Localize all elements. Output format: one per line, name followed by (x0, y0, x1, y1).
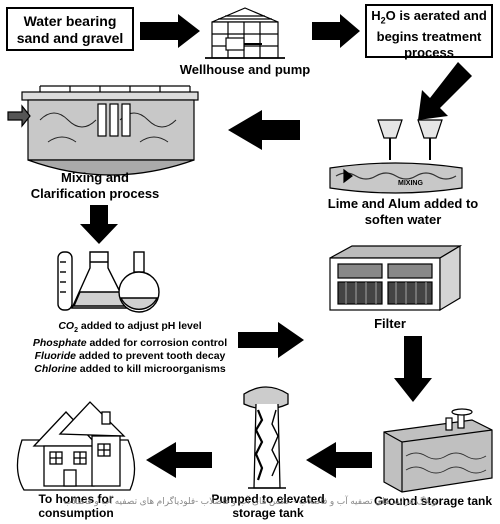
watermark-text: وبلاگ فرایند های تصفیه آب و فاضلاب - عکس… (63, 496, 437, 506)
arrow-source-to-wellhouse (140, 14, 200, 48)
aeration-subscript: 2 (380, 15, 386, 26)
wellhouse-icon (205, 7, 285, 59)
arrow-clarification-to-chemicals (80, 205, 118, 244)
fluoride-line: Fluoride added to prevent tooth decay (10, 350, 250, 363)
arrow-elevated-to-homes (146, 442, 212, 478)
arrow-wellhouse-to-aeration (312, 14, 360, 48)
aeration-box: H2O is aerated and begins treatment proc… (365, 4, 493, 60)
chlorine-line: Chlorine added to kill microorganisms (10, 363, 250, 376)
arrow-filter-to-ground-storage (394, 336, 432, 402)
water-tower-icon (243, 386, 289, 489)
fluoride-name: Fluoride (34, 350, 77, 363)
source-box: Water bearing sand and gravel (6, 7, 134, 51)
aeration-label: O is aerated and begins treatment proces… (376, 8, 487, 60)
chlorine-purpose: added to kill microorganisms (76, 363, 226, 376)
ground-storage-tank-icon (383, 408, 493, 493)
phosphate-purpose: added for corrosion control (86, 337, 228, 350)
chlorine-name: Chlorine (34, 363, 77, 376)
co2-purpose: added to adjust pH level (77, 320, 202, 332)
arrow-aeration-to-lime (418, 62, 472, 120)
lime-alum-tank-icon (329, 119, 463, 194)
co2-subscript: 2 (74, 327, 78, 335)
house-icon (16, 401, 136, 491)
source-label: Water bearing sand and gravel (16, 13, 124, 46)
phosphate-line: Phosphate added for corrosion control (10, 337, 250, 350)
filter-label: Filter (374, 316, 406, 331)
co2-line: CO2 added to adjust pH level (10, 320, 250, 337)
arrow-lime-to-clarification (228, 110, 300, 150)
clarification-tank-icon (7, 85, 199, 176)
filter-icon (329, 244, 463, 312)
chemical-additions: CO2 added to adjust pH level Phosphate a… (10, 320, 250, 376)
co2-name: CO (58, 320, 75, 332)
ground-storage-label: Ground storage tank (373, 494, 492, 508)
aeration-prefix: H (371, 8, 381, 23)
arrow-chemicals-to-filter (238, 322, 304, 358)
clarification-label: Mixing and Clarification process (30, 170, 160, 201)
arrow-ground-to-elevated (306, 442, 372, 478)
glassware-icon (57, 251, 160, 313)
elevated-storage-label: Pumped to elevated storage tank (211, 492, 325, 520)
wellhouse-label: Wellhouse and pump (179, 62, 311, 77)
lime-alum-label: Lime and Alum added to soften water (327, 196, 479, 227)
mixing-tank-label: MIXING (398, 180, 423, 187)
fluoride-purpose: added to prevent tooth decay (76, 350, 226, 363)
phosphate-name: Phosphate (32, 337, 87, 350)
homes-label: To homes for consumption (38, 492, 114, 520)
